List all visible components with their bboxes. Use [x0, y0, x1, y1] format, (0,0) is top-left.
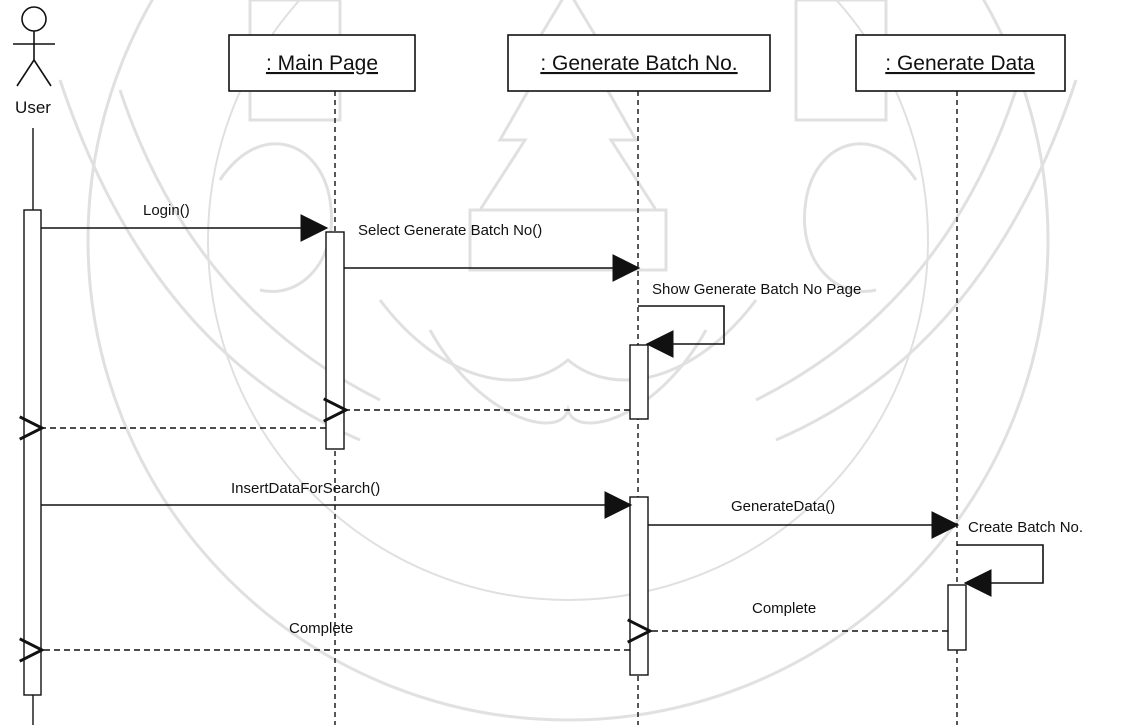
actor-user-icon	[13, 7, 55, 86]
message-complete-to-user: Complete	[42, 620, 630, 650]
message-complete-to-user-label: Complete	[289, 620, 353, 637]
object-generate-batch-no-label: : Generate Batch No.	[540, 52, 737, 75]
activation-generate-batch-no-2	[630, 497, 648, 675]
watermark-seal	[60, 0, 1076, 720]
object-main-page: : Main Page	[229, 35, 415, 91]
object-generate-data: : Generate Data	[856, 35, 1065, 91]
message-create-batch-no-label: Create Batch No.	[968, 519, 1083, 536]
object-generate-batch-no: : Generate Batch No.	[508, 35, 770, 91]
message-show-generate-batch-no-page: Show Generate Batch No Page	[638, 281, 861, 344]
message-generate-data: GenerateData()	[648, 498, 957, 525]
message-insert-data-for-search: InsertDataForSearch()	[41, 480, 630, 505]
object-main-page-label: : Main Page	[266, 52, 378, 75]
actor-label: User	[15, 98, 51, 117]
message-insert-data-for-search-label: InsertDataForSearch()	[231, 480, 380, 497]
message-select-generate-batch-no: Select Generate Batch No()	[344, 222, 638, 268]
object-generate-data-label: : Generate Data	[885, 52, 1035, 75]
activation-main-page	[326, 232, 344, 449]
activation-user	[24, 210, 41, 695]
activation-generate-data	[948, 585, 966, 650]
message-select-generate-batch-no-label: Select Generate Batch No()	[358, 222, 542, 239]
message-login-label: Login()	[143, 202, 190, 219]
message-complete-to-batch-page: Complete	[650, 600, 948, 631]
activation-generate-batch-no-1	[630, 345, 648, 419]
message-show-generate-batch-no-page-label: Show Generate Batch No Page	[652, 281, 861, 298]
message-create-batch-no: Create Batch No.	[957, 519, 1083, 583]
message-generate-data-label: GenerateData()	[731, 498, 835, 515]
message-complete-to-batch-page-label: Complete	[752, 600, 816, 617]
